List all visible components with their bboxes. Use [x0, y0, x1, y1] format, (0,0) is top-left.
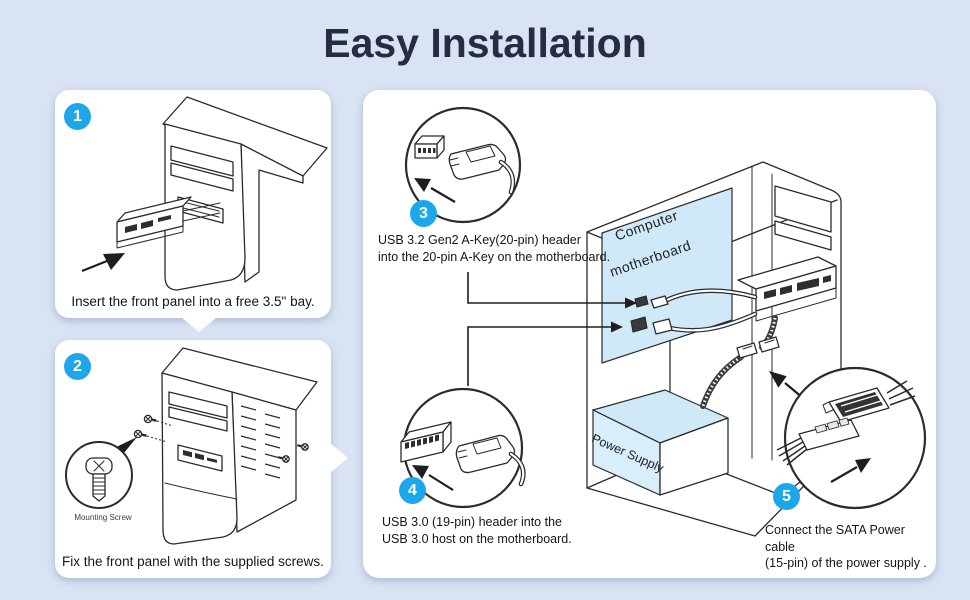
steps-3-4-5-panel: Computer motherboard Power Supply [363, 90, 936, 578]
front-panel-device [116, 196, 192, 249]
sata-power-cable [700, 315, 780, 409]
page-title: Easy Installation [323, 20, 647, 66]
arrow-icon [830, 458, 871, 483]
step-1-caption: Insert the front panel into a free 3.5" … [71, 294, 315, 309]
arrow-icon [625, 297, 637, 309]
right-arrow-tab [330, 443, 348, 473]
arrow-icon [81, 253, 125, 273]
step-3-caption: USB 3.2 Gen2 A-Key(20-pin) header into t… [378, 233, 611, 264]
step-number-badge: 5 [773, 483, 800, 510]
callout-line-step3 [467, 272, 637, 309]
arrow-icon [412, 465, 454, 491]
arrow-icon [414, 178, 456, 203]
sata-connectors-illustration [776, 366, 927, 510]
step-5-caption: Connect the SATA Power cable (15-pin) of… [765, 523, 927, 570]
step-number-badge: 4 [399, 477, 426, 504]
installed-front-panel [177, 444, 223, 472]
step-number-badge: 2 [64, 353, 91, 380]
step-4-caption: USB 3.0 (19-pin) header into the USB 3.0… [382, 515, 572, 546]
mounted-front-panel [737, 256, 837, 322]
power-supply-illustration: Power Supply [590, 389, 729, 496]
step-2-caption: Fix the front panel with the supplied sc… [62, 554, 324, 569]
tower-screws-illustration [65, 347, 318, 545]
motherboard-illustration: Computer motherboard [601, 187, 733, 364]
vent-slats [240, 405, 281, 479]
tower-side-face [240, 143, 304, 283]
step-number-badge: 1 [64, 103, 91, 130]
mounting-screws [133, 414, 309, 463]
case-wiring-illustration: Computer motherboard Power Supply [400, 106, 927, 537]
step-2-panel: 2 Mounting Screw Fix the front panel wit… [55, 340, 348, 578]
step-number-badge: 3 [410, 200, 437, 227]
callout-line-step4 [467, 321, 623, 386]
mounting-screw-illustration [65, 437, 137, 509]
tower-insert-illustration [81, 96, 328, 291]
down-arrow-tab [181, 317, 217, 332]
step-1-panel: 1 Insert the front panel into a free 3.5… [55, 90, 331, 332]
usb-cables [630, 288, 758, 335]
mounting-screw-label: Mounting Screw [74, 513, 132, 522]
usb-a-key-connector-illustration [404, 106, 522, 224]
arrow-icon [611, 321, 623, 333]
usb3-header-connector-illustration [400, 387, 526, 509]
